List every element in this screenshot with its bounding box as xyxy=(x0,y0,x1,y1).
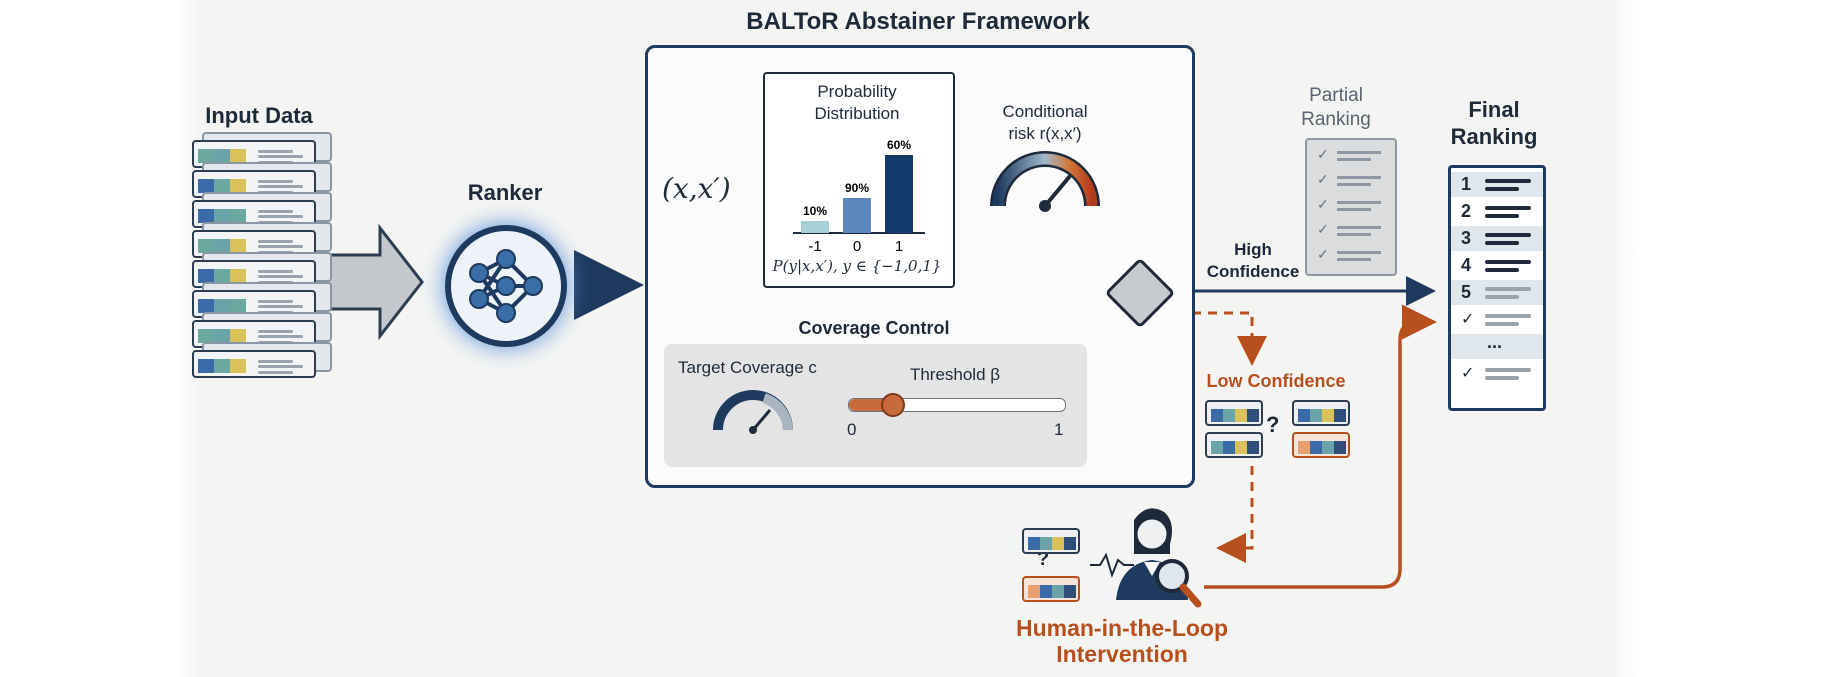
probability-chart: 10% -1 90% 0 60% 1 xyxy=(793,138,925,255)
high-confidence-label-line2: Confidence xyxy=(1206,262,1300,281)
check-icon: ✓ xyxy=(1317,196,1329,212)
final-ranking-row: 4 xyxy=(1451,253,1543,278)
framework-title: BALToR Abstainer Framework xyxy=(746,8,1090,35)
check-icon: ✓ xyxy=(1461,311,1475,328)
bar-value-label: 10% xyxy=(803,204,827,218)
rank-number: 5 xyxy=(1461,282,1472,302)
data-record-chip xyxy=(1292,400,1350,426)
to-human-arrow xyxy=(1216,466,1254,563)
slider-min-label: 0 xyxy=(847,420,857,439)
final-ranking-row: 2 xyxy=(1451,199,1543,224)
heartbeat-line xyxy=(1090,552,1134,579)
final-ranking-row: ✓ xyxy=(1451,361,1543,386)
slider-max-label: 1 xyxy=(1054,420,1064,439)
rank-ellipsis: ... xyxy=(1487,332,1503,352)
partial-ranking-row: ✓ xyxy=(1311,171,1389,191)
threshold-label: Threshold β xyxy=(909,365,1001,384)
check-icon: ✓ xyxy=(1317,221,1329,237)
input-data-label: Input Data xyxy=(205,103,313,128)
final-ranking-row: 1 xyxy=(1451,172,1543,197)
partial-ranking-label-line2: Ranking xyxy=(1301,109,1371,130)
probability-title-line2: Distribution xyxy=(814,104,900,123)
rank-number: 3 xyxy=(1461,228,1472,248)
data-record-chip xyxy=(1205,432,1263,458)
bar-value-label: 90% xyxy=(845,181,869,195)
human-reviewer-icon xyxy=(1116,508,1202,608)
human-to-final-arrow xyxy=(1204,304,1437,589)
final-ranking-label-line1: Final xyxy=(1468,97,1520,122)
neural-network-icon xyxy=(469,249,543,323)
bar-tick-label: -1 xyxy=(808,238,821,255)
rank-number: 1 xyxy=(1461,174,1472,194)
data-record-chip xyxy=(1205,400,1263,426)
bar-value-label: 60% xyxy=(887,138,911,152)
data-record-chip xyxy=(1022,576,1080,602)
rank-number: 2 xyxy=(1461,201,1472,221)
input-data-stack xyxy=(190,132,332,420)
probability-title-line1: Probability xyxy=(817,82,897,101)
risk-label-line2: risk r(x,x′) xyxy=(1008,124,1082,143)
risk-gauge-icon xyxy=(990,151,1100,212)
partial-ranking-label-line1: Partial xyxy=(1309,85,1363,106)
check-icon: ✓ xyxy=(1317,246,1329,262)
partial-ranking-list: ✓ ✓ ✓ ✓ ✓ xyxy=(1305,138,1397,276)
data-record-chip xyxy=(1022,528,1080,554)
partial-ranking-row: ✓ xyxy=(1311,196,1389,216)
final-ranking-row: 3 xyxy=(1451,226,1543,251)
threshold-slider-thumb[interactable] xyxy=(881,393,905,417)
human-label-line1: Human-in-the-Loop xyxy=(1015,615,1229,641)
final-ranking-row: ✓ xyxy=(1451,307,1543,332)
partial-ranking-row: ✓ xyxy=(1311,146,1389,166)
ranker-label: Ranker xyxy=(467,180,543,205)
bar-1 xyxy=(885,155,913,233)
check-icon: ✓ xyxy=(1317,146,1329,162)
target-coverage-label: Target Coverage c xyxy=(678,358,817,377)
data-record-chip xyxy=(1292,432,1350,458)
pair-label: (x,x′) xyxy=(662,172,731,205)
human-label-line2: Intervention xyxy=(1056,641,1188,667)
coverage-title: Coverage Control xyxy=(798,318,950,338)
risk-label-line1: Conditional xyxy=(1002,102,1088,121)
final-ranking-label-line2: Ranking xyxy=(1450,124,1538,149)
low-confidence-label: Low Confidence xyxy=(1206,371,1346,391)
bar-tick-label: 1 xyxy=(895,238,903,255)
bar--1 xyxy=(801,221,829,233)
final-ranking-row: ... xyxy=(1451,332,1543,359)
probability-box xyxy=(763,72,955,288)
check-icon: ✓ xyxy=(1317,171,1329,187)
bar-tick-label: 0 xyxy=(853,238,861,255)
final-ranking-list: 1 2 3 4 5 ✓... ✓ xyxy=(1448,165,1546,411)
coverage-gauge-icon xyxy=(713,390,793,434)
high-confidence-label-line1: High xyxy=(1234,240,1272,259)
ranker-node xyxy=(445,225,567,347)
bar-0 xyxy=(843,198,871,233)
rank-number: 4 xyxy=(1461,255,1472,275)
probability-formula: P(y|x,x′), y ∈ {−1,0,1} xyxy=(772,257,942,275)
low-confidence-question: ? xyxy=(1266,412,1280,437)
check-icon: ✓ xyxy=(1461,365,1475,382)
partial-ranking-row: ✓ xyxy=(1311,221,1389,241)
partial-ranking-row: ✓ xyxy=(1311,246,1389,266)
final-ranking-row: 5 xyxy=(1451,280,1543,305)
data-record-chip xyxy=(192,350,316,378)
